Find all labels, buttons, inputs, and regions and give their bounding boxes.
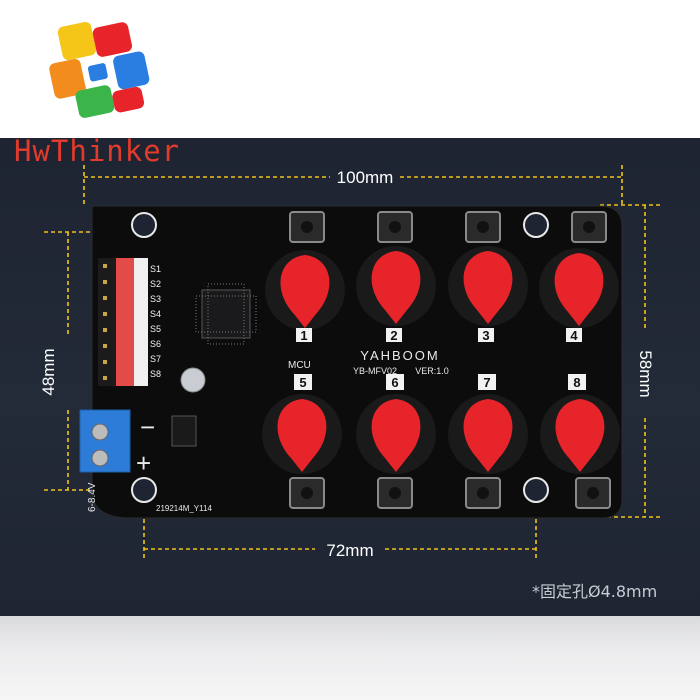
pcb [91, 205, 623, 519]
channel-label-6: 6 [391, 375, 398, 390]
mounting-holes [131, 212, 549, 503]
brand-logo [49, 21, 150, 118]
channel-label-5: 5 [299, 375, 306, 390]
knob-5 [262, 394, 342, 474]
minus-sign: − [140, 412, 155, 442]
knob-7 [448, 394, 528, 474]
regulator [171, 415, 197, 447]
voltage-label: 6-8.4V [87, 482, 98, 512]
power-terminal [79, 409, 131, 473]
dim-height-right: 58mm [636, 350, 655, 397]
knob-6 [356, 394, 436, 474]
brand-name: HwThinker [14, 134, 181, 168]
channel-label-7: 7 [483, 375, 490, 390]
mcu-chip [201, 289, 251, 339]
dim-height-left: 48mm [39, 348, 58, 395]
knob-8 [540, 394, 620, 474]
servo-label-s7: S7 [150, 354, 161, 364]
version-text: VER:1.0 [415, 366, 449, 376]
servo-label-s8: S8 [150, 369, 161, 379]
knob-4 [539, 248, 619, 328]
channel-label-3: 3 [482, 328, 489, 343]
servo-label-s3: S3 [150, 294, 161, 304]
knob-3 [448, 246, 528, 326]
knob-2 [356, 246, 436, 326]
dim-width-top: 100mm [337, 168, 394, 187]
channel-label-8: 8 [573, 375, 580, 390]
channel-label-1: 1 [300, 328, 307, 343]
servo-label-s5: S5 [150, 324, 161, 334]
serial-text: 219214M_Y114 [156, 504, 212, 513]
plus-sign: + [136, 448, 151, 478]
servo-label-s1: S1 [150, 264, 161, 274]
channel-plates [294, 328, 586, 390]
servo-label-s6: S6 [150, 339, 161, 349]
capacitor [180, 367, 206, 393]
knob-1 [265, 250, 345, 330]
bottom-band [0, 616, 700, 700]
pin-header [98, 258, 148, 386]
servo-label-s4: S4 [150, 309, 161, 319]
channel-label-4: 4 [570, 328, 578, 343]
mcu-label: MCU [288, 360, 311, 371]
maker-logo: YAHBOOM [360, 348, 440, 363]
potentiometer-knobs [262, 246, 620, 474]
model-text: YB-MFV02 [353, 366, 397, 376]
channel-label-2: 2 [390, 328, 397, 343]
dim-hole-spacing: 72mm [326, 541, 373, 560]
mounting-hole-note: *固定孔Ø4.8mm [532, 582, 658, 601]
servo-label-s2: S2 [150, 279, 161, 289]
